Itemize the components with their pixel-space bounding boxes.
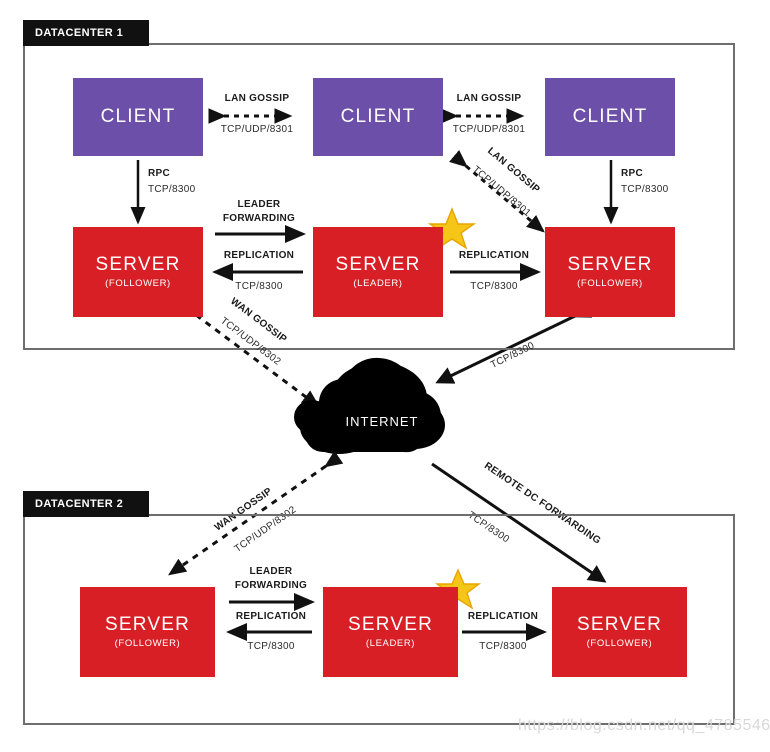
- dc1-client-3-title: CLIENT: [572, 105, 648, 127]
- dc1-server-follower-left-role: (FOLLOWER): [105, 278, 171, 290]
- watermark: https://blog.csdn.net/qq_47855463: [518, 717, 770, 734]
- dc2-server-follower-right-role: (FOLLOWER): [586, 638, 653, 650]
- dc1-server-follower-right-title: SERVER: [567, 253, 653, 275]
- leader-forwarding-label-dc1-line1: LEADER: [237, 199, 281, 210]
- datacenter-1-tab-label: DATACENTER 1: [35, 27, 124, 39]
- dc2-server-follower-left-role: (FOLLOWER): [114, 638, 181, 650]
- dc1-server-leader-role: (LEADER): [353, 278, 403, 290]
- lan-gossip-right-port: TCP/UDP/8301: [452, 124, 526, 135]
- dc1-client-1-title: CLIENT: [100, 105, 176, 127]
- replication-right-port-dc1: TCP/8300: [470, 281, 518, 292]
- dc2-server-leader-title: SERVER: [348, 613, 433, 635]
- datacenter-2-tab-label: DATACENTER 2: [35, 498, 124, 510]
- dc2-server-follower-left-title: SERVER: [105, 613, 190, 635]
- replication-left-port-dc1: TCP/8300: [235, 281, 283, 292]
- dc1-server-leader[interactable]: SERVER (LEADER): [313, 227, 443, 317]
- dc1-server-follower-right-role: (FOLLOWER): [577, 278, 643, 290]
- dc2-server-follower-left[interactable]: SERVER (FOLLOWER): [80, 587, 215, 677]
- dc1-client-2[interactable]: CLIENT: [313, 78, 443, 156]
- dc1-client-3[interactable]: CLIENT: [545, 78, 675, 156]
- datacenter-2-tab: DATACENTER 2: [23, 491, 149, 517]
- replication-right-label-dc2: REPLICATION: [467, 611, 539, 622]
- replication-left-port-dc2: TCP/8300: [247, 641, 295, 652]
- datacenter-1-frame: [23, 43, 735, 350]
- dc1-server-leader-title: SERVER: [335, 253, 421, 275]
- dc1-client-2-title: CLIENT: [340, 105, 416, 127]
- dc1-server-follower-right[interactable]: SERVER (FOLLOWER): [545, 227, 675, 317]
- lan-gossip-left-label: LAN GOSSIP: [224, 93, 290, 104]
- dc2-server-follower-right-title: SERVER: [577, 613, 662, 635]
- lan-gossip-left-port: TCP/UDP/8301: [220, 124, 294, 135]
- replication-left-label-dc1: REPLICATION: [223, 250, 295, 261]
- leader-forwarding-label-dc2-line2: FORWARDING: [234, 580, 308, 591]
- dc1-server-follower-left-title: SERVER: [95, 253, 181, 275]
- leader-forwarding-label-dc1-line2: FORWARDING: [222, 213, 296, 224]
- dc1-client-1[interactable]: CLIENT: [73, 78, 203, 156]
- rpc-right-label: RPC: [621, 168, 644, 179]
- rpc-left-label: RPC: [148, 168, 171, 179]
- internet-label: INTERNET: [345, 414, 419, 429]
- rpc-left-port: TCP/8300: [148, 184, 196, 195]
- internet-cloud: [294, 357, 445, 454]
- dc1-server-follower-left[interactable]: SERVER (FOLLOWER): [73, 227, 203, 317]
- dc2-server-leader-role: (LEADER): [365, 638, 416, 650]
- replication-left-label-dc2: REPLICATION: [235, 611, 307, 622]
- lan-gossip-right-label: LAN GOSSIP: [456, 93, 522, 104]
- datacenter-1-tab: DATACENTER 1: [23, 20, 149, 46]
- dc2-server-leader[interactable]: SERVER (LEADER): [323, 587, 458, 677]
- leader-forwarding-label-dc2-line1: LEADER: [249, 566, 293, 577]
- replication-right-port-dc2: TCP/8300: [479, 641, 527, 652]
- replication-right-label-dc1: REPLICATION: [458, 250, 530, 261]
- dc2-server-follower-right[interactable]: SERVER (FOLLOWER): [552, 587, 687, 677]
- datacenter-2-frame: [23, 514, 735, 725]
- rpc-right-port: TCP/8300: [621, 184, 669, 195]
